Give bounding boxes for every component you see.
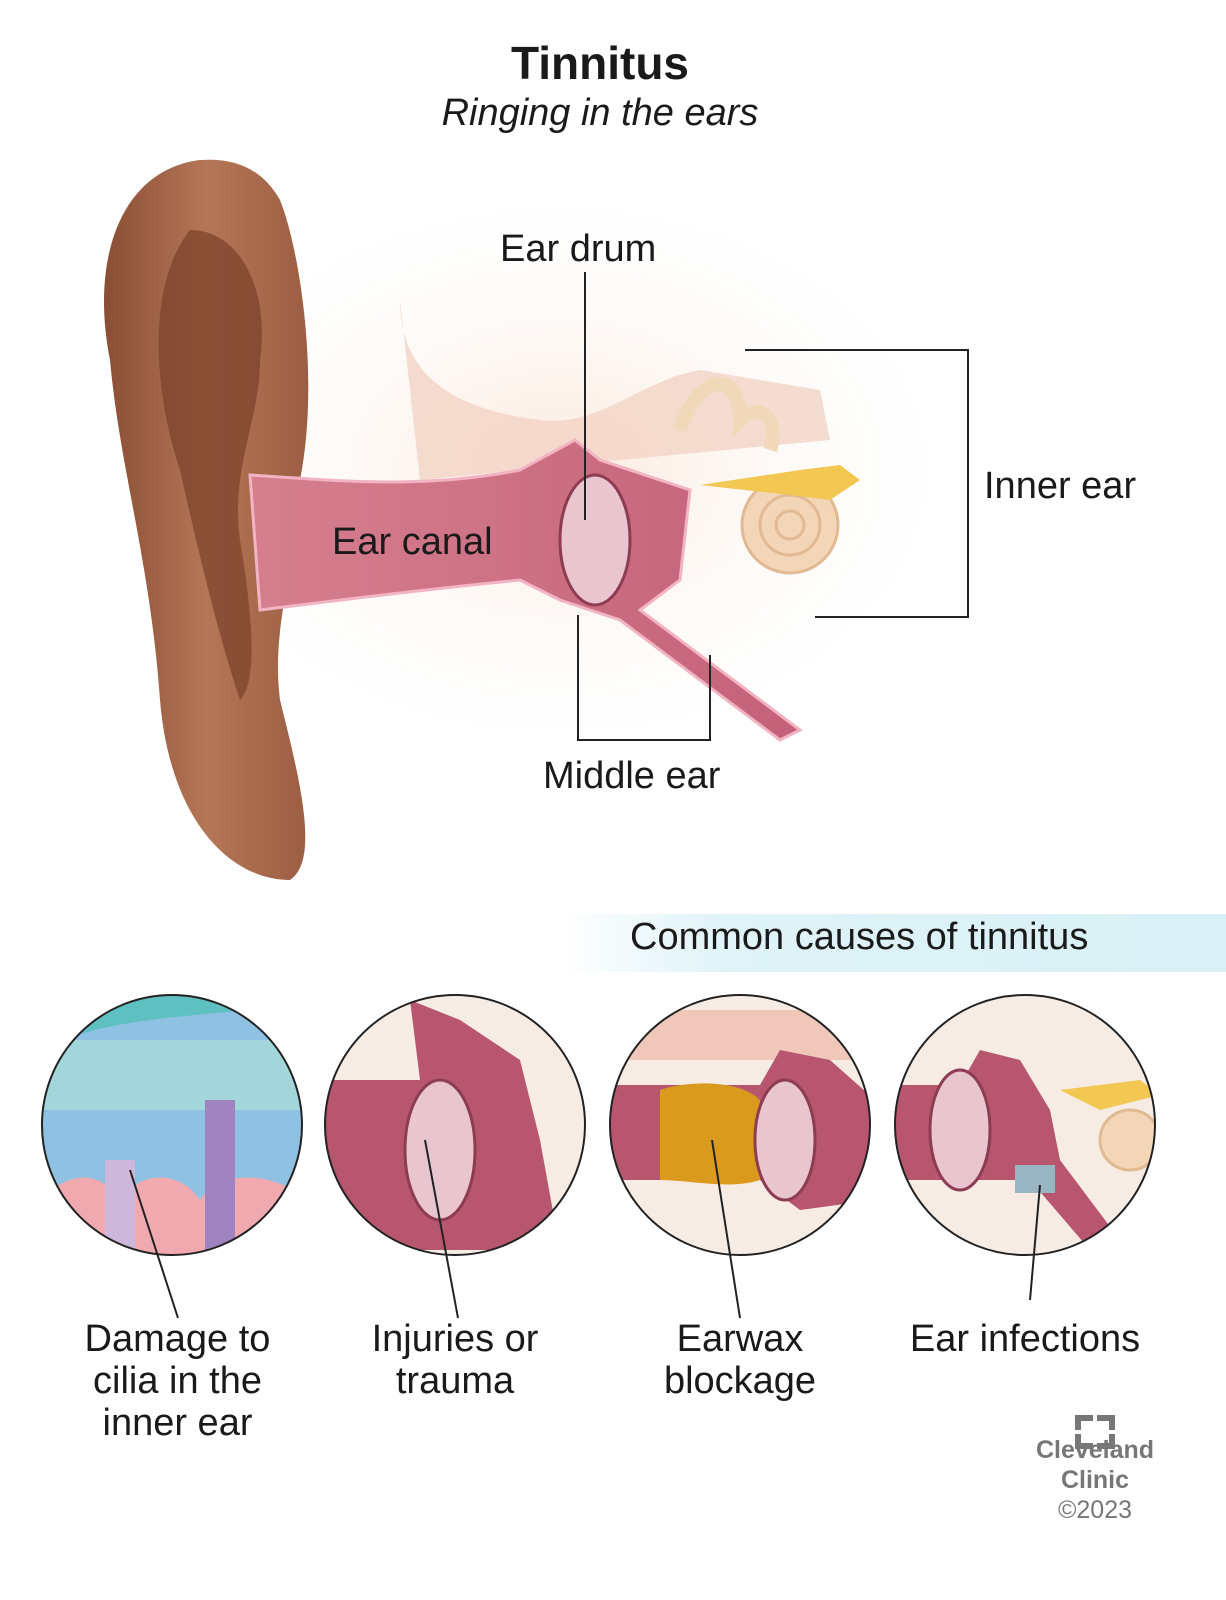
cause-caption-earwax: Earwax blockage (663, 1318, 817, 1402)
page-subtitle: Ringing in the ears (441, 92, 759, 134)
label-inner-ear: Inner ear (984, 465, 1137, 507)
brand-name-line2: Clinic (1060, 1466, 1130, 1494)
brand-block: Cleveland Clinic ©2023 (1030, 1385, 1160, 1525)
causes-heading: Common causes of tinnitus (630, 916, 1089, 958)
page-title: Tinnitus (510, 37, 690, 89)
cleveland-clinic-logo-icon (1075, 1415, 1115, 1449)
label-middle-ear: Middle ear (543, 755, 721, 797)
cause-caption-infection: Ear infections (909, 1318, 1141, 1360)
label-ear-canal: Ear canal (332, 521, 493, 563)
copyright: ©2023 (1057, 1496, 1133, 1524)
cause-circle-cilia (41, 994, 303, 1256)
ear-drum-shape (558, 473, 632, 607)
label-ear-drum: Ear drum (500, 228, 657, 270)
cause-circle-earwax (609, 994, 871, 1256)
ear-canal-shape (248, 438, 803, 742)
brand-name-line1: Cleveland (1035, 1436, 1155, 1464)
cause-caption-cilia: Damage to cilia in the inner ear (84, 1318, 271, 1444)
causes-banner (560, 914, 1226, 972)
cause-caption-injury: Injuries or trauma (371, 1318, 539, 1402)
cause-circle-infection (894, 994, 1156, 1256)
cause-circle-injury (324, 994, 586, 1256)
